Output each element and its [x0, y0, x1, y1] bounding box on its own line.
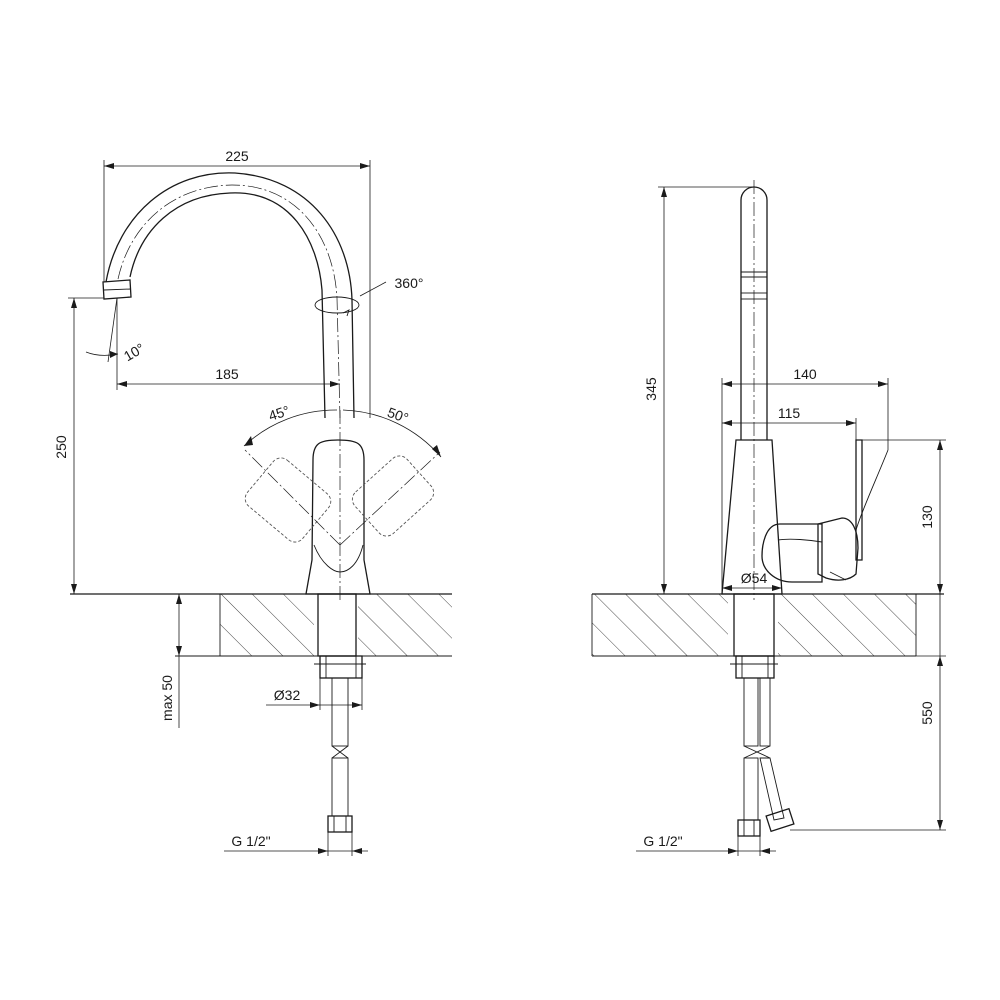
- dim-lever-right: 50°: [385, 404, 410, 426]
- dim-hose-length: 550: [919, 701, 935, 725]
- dim-shank-diameter: Ø32: [274, 687, 301, 703]
- dim-connection-side: G 1/2": [643, 833, 682, 849]
- dim-rotation: 360°: [395, 275, 424, 291]
- dim-height: 250: [53, 435, 69, 459]
- front-dimensions: 225 185 10° 360° 45° 50° 250: [53, 148, 423, 856]
- side-spout: [740, 180, 768, 600]
- dim-connection-front: G 1/2": [231, 833, 270, 849]
- dim-width-overall: 225: [225, 148, 249, 164]
- side-body: [721, 439, 889, 595]
- dim-total-height: 345: [643, 377, 659, 401]
- side-countertop: [591, 593, 944, 657]
- dim-spout-angle: 10°: [121, 340, 147, 364]
- front-body: [305, 410, 371, 600]
- dim-depth-body: 115: [778, 405, 801, 421]
- front-hose: [327, 677, 353, 833]
- dim-lever-left: 45°: [266, 402, 291, 424]
- side-hoses: [737, 677, 795, 837]
- dim-depth-overall: 140: [793, 366, 817, 382]
- front-lever-positions: [243, 409, 442, 546]
- front-view: 225 185 10° 360° 45° 50° 250: [53, 148, 452, 856]
- side-dimensions: 345 140 115 130 Ø54: [636, 186, 946, 856]
- side-view: 345 140 115 130 Ø54: [591, 180, 946, 856]
- dim-lever-height: 130: [919, 505, 935, 529]
- dim-spout-reach: 185: [215, 366, 239, 382]
- front-countertop: [70, 593, 452, 657]
- dim-base-diameter: Ø54: [741, 570, 768, 586]
- front-spout: [102, 172, 360, 419]
- dim-max-thickness: max 50: [159, 675, 175, 721]
